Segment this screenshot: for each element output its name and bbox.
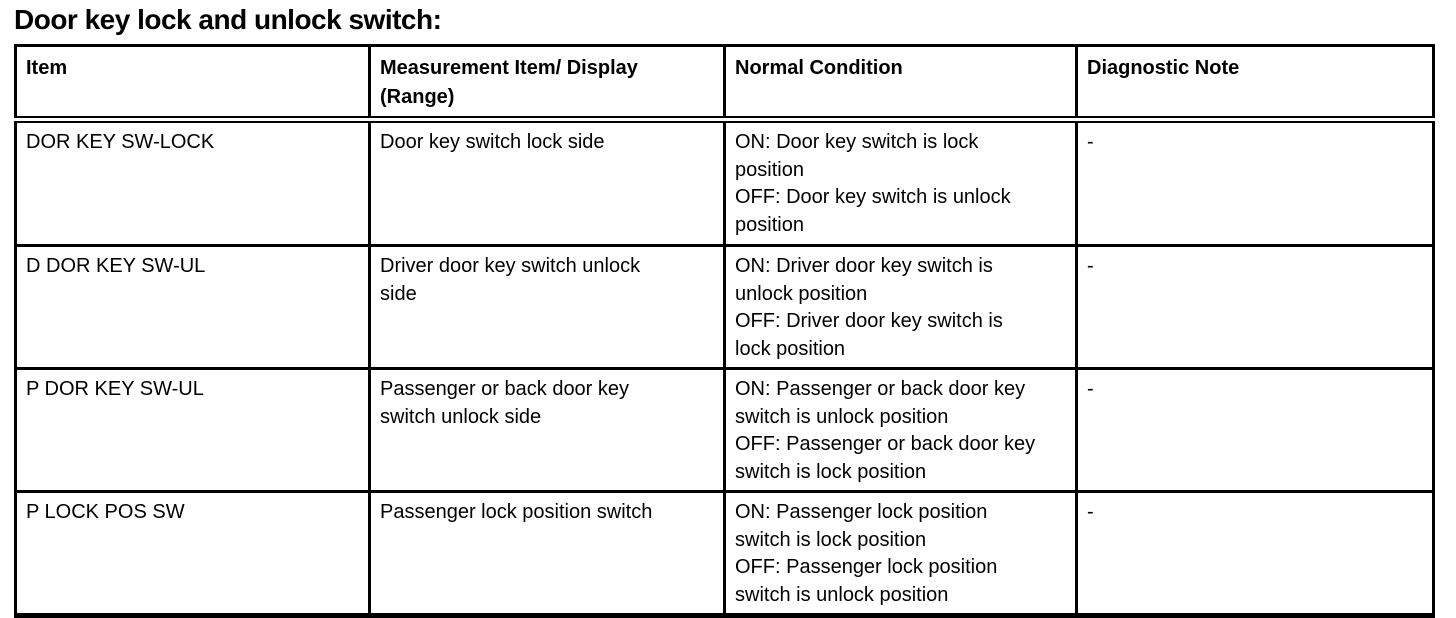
header-row: Item Measurement Item/ Display (Range) N… bbox=[14, 44, 1435, 123]
cell-item: D DOR KEY SW-UL bbox=[14, 244, 371, 370]
column-header-diagnostic-note: Diagnostic Note bbox=[1075, 44, 1435, 123]
page-title: Door key lock and unlock switch: bbox=[14, 4, 442, 35]
column-header-normal-condition: Normal Condition bbox=[723, 44, 1078, 123]
door-key-switch-table: Item Measurement Item/ Display (Range) N… bbox=[14, 44, 1435, 618]
cell-diagnostic-note: - bbox=[1075, 367, 1435, 493]
cell-normal-condition: ON: Passenger or back door key switch is… bbox=[723, 367, 1078, 493]
table-row: D DOR KEY SW-UL Driver door key switch u… bbox=[14, 244, 1435, 370]
cell-item: P LOCK POS SW bbox=[14, 490, 371, 617]
cell-diagnostic-note: - bbox=[1075, 244, 1435, 370]
cell-diagnostic-note: - bbox=[1075, 118, 1435, 247]
cell-item: P DOR KEY SW-UL bbox=[14, 367, 371, 493]
cell-normal-condition: ON: Door key switch is lock position OFF… bbox=[723, 118, 1078, 247]
cell-item: DOR KEY SW-LOCK bbox=[14, 118, 371, 247]
cell-measurement: Passenger or back door key switch unlock… bbox=[368, 367, 726, 493]
table-row: DOR KEY SW-LOCK Door key switch lock sid… bbox=[14, 118, 1435, 247]
cell-diagnostic-note: - bbox=[1075, 490, 1435, 617]
cell-normal-condition: ON: Passenger lock position switch is lo… bbox=[723, 490, 1078, 617]
cell-measurement: Driver door key switch unlock side bbox=[368, 244, 726, 370]
cell-measurement: Passenger lock position switch bbox=[368, 490, 726, 617]
cell-measurement: Door key switch lock side bbox=[368, 118, 726, 247]
column-header-measurement: Measurement Item/ Display (Range) bbox=[368, 44, 726, 123]
table-row: P LOCK POS SW Passenger lock position sw… bbox=[14, 490, 1435, 617]
table-row: P DOR KEY SW-UL Passenger or back door k… bbox=[14, 367, 1435, 493]
column-header-item: Item bbox=[14, 44, 371, 123]
cell-normal-condition: ON: Driver door key switch is unlock pos… bbox=[723, 244, 1078, 370]
